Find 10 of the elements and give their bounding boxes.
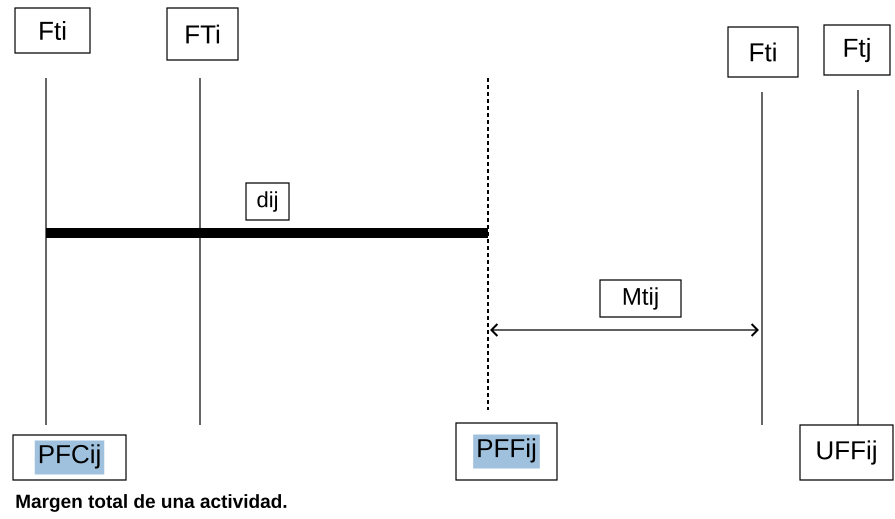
label-box: PFFij [455,422,558,481]
label-box: dij [245,182,290,221]
label-box: Mtij [599,279,682,318]
label-box: PFCij [12,434,127,481]
label-box: Fti [14,7,91,54]
caption: Margen total de una actividad. [16,494,286,512]
label-box: Ftj [823,24,891,76]
label-box: Fti [727,26,799,78]
label-box: UFFij [799,424,894,481]
label-box: FTi [166,7,239,61]
